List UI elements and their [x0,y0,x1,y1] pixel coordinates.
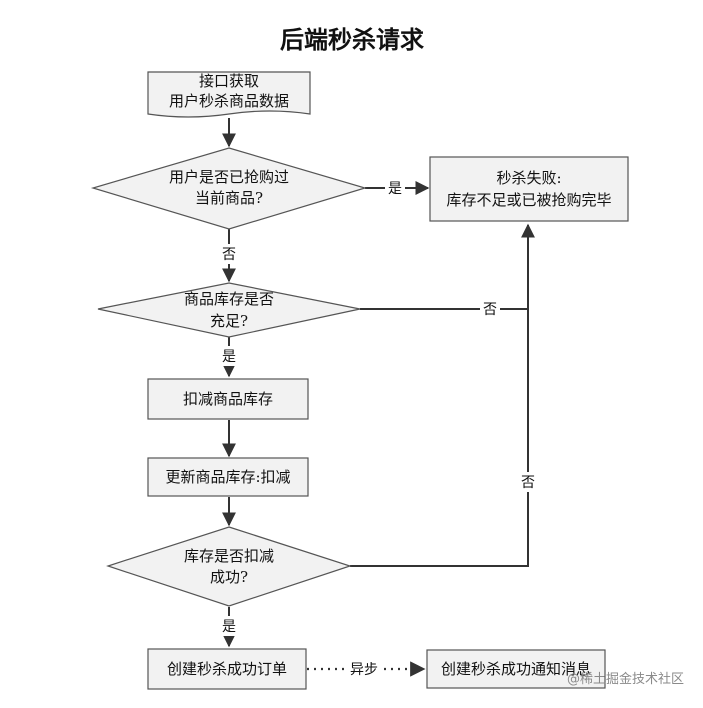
node-check-stock-line1: 商品库存是否 [184,290,274,308]
edge-stock-no-to-fail [360,223,535,310]
node-create-order: 创建秒杀成功订单 [147,648,307,690]
node-check-success: 库存是否扣减 成功? [106,526,352,607]
node-get-data: 接口获取 用户秒杀商品数据 [147,71,311,118]
label-bought-no: 否 [222,247,236,263]
edge-labels: 是 否 否 是 否 是 异步 [220,178,537,679]
node-check-bought: 用户是否已抢购过 当前商品? [90,147,368,230]
node-notify-text: 创建秒杀成功通知消息 [441,660,591,678]
node-get-data-line2: 用户秒杀商品数据 [169,92,289,110]
node-fail-line1: 秒杀失败: [496,169,561,187]
label-stock-yes: 是 [222,349,236,365]
label-async: 异步 [350,662,378,678]
node-update: 更新商品库存:扣减 [147,457,309,497]
label-success-yes: 是 [222,619,236,635]
node-check-stock-line2: 充足? [210,312,248,330]
node-deduct: 扣减商品库存 [147,378,309,420]
node-get-data-line1: 接口获取 [199,72,259,90]
node-check-stock: 商品库存是否 充足? [97,282,361,338]
node-fail: 秒杀失败: 库存不足或已被抢购完毕 [429,156,629,222]
node-update-text: 更新商品库存:扣减 [165,468,290,486]
node-create-order-text: 创建秒杀成功订单 [167,660,287,678]
diagram-title: 后端秒杀请求 [280,26,424,54]
node-check-success-line1: 库存是否扣减 [184,547,274,565]
label-success-no: 否 [521,475,535,491]
node-check-bought-line2: 当前商品? [195,189,263,207]
label-bought-yes: 是 [388,181,402,197]
node-check-success-line2: 成功? [210,568,248,586]
watermark: @稀土掘金技术社区 [567,671,684,687]
label-stock-no: 否 [483,302,497,318]
node-notify: 创建秒杀成功通知消息 [426,649,606,689]
node-deduct-text: 扣减商品库存 [183,390,273,408]
edge-success-no-to-fail [350,309,529,567]
node-fail-line2: 库存不足或已被抢购完毕 [446,191,611,209]
node-check-bought-line1: 用户是否已抢购过 [169,168,289,186]
